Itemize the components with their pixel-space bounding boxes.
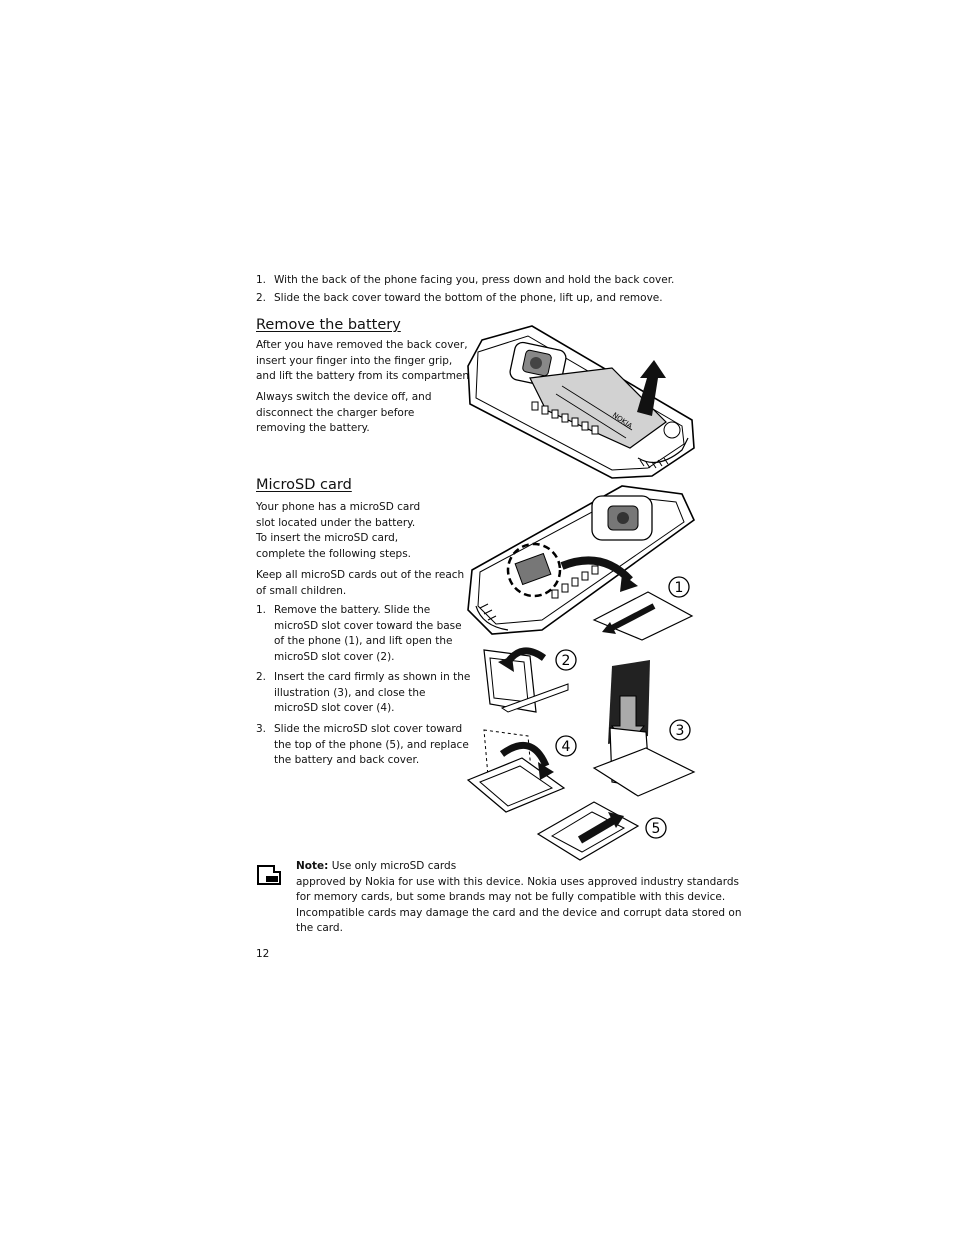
- microsd-step-3-text: Slide the microSD slot cover toward the …: [274, 722, 469, 769]
- text-line: the top of the phone (5), and replace: [274, 738, 469, 751]
- text-line: approved by Nokia for use with this devi…: [296, 875, 739, 888]
- microsd-step2-illustration: 2: [483, 647, 577, 713]
- note-block: Note: Use only microSD cards approved by…: [296, 859, 741, 937]
- text-line: of small children.: [256, 584, 347, 597]
- text-line: insert your finger into the finger grip,: [256, 354, 453, 367]
- text-line: Always switch the device off, and: [256, 391, 432, 403]
- text-line: microSD slot cover (2).: [274, 650, 395, 663]
- microsd-step-3-number: 3.: [256, 723, 267, 735]
- text-line: Incompatible cards may damage the card a…: [296, 906, 742, 919]
- microsd-paragraph-2: Keep all microSD cards out of the reach …: [256, 568, 464, 599]
- remove-battery-heading: Remove the battery: [256, 317, 401, 333]
- note-first-line: Note: Use only microSD cards: [296, 859, 741, 875]
- callout-5: 5: [652, 821, 661, 837]
- intro-step-2-number: 2.: [256, 292, 267, 304]
- microsd-heading: MicroSD card: [256, 477, 352, 493]
- callout-3: 3: [676, 723, 685, 739]
- microsd-step3-illustration: 3: [592, 660, 696, 797]
- text-line: illustration (3), and close the: [274, 686, 426, 699]
- text-line: microSD slot cover (4).: [274, 702, 395, 715]
- text-line: Your phone has a microSD card: [256, 501, 421, 513]
- note-label: Note:: [296, 860, 329, 872]
- microsd-phone-illustration: 1: [467, 485, 696, 641]
- microsd-step5-illustration: 5: [536, 801, 667, 861]
- battery-paragraph-2: Always switch the device off, and discon…: [256, 390, 432, 437]
- text-line: slot located under the battery.: [256, 516, 416, 529]
- note-first-text: Use only microSD cards: [331, 860, 457, 872]
- microsd-step-1-text: Remove the battery. Slide the microSD sl…: [274, 603, 462, 665]
- callout-2: 2: [562, 653, 571, 669]
- battery-removal-illustration: NOKIA: [467, 325, 695, 479]
- text-line: Insert the card firmly as shown in the: [274, 671, 471, 683]
- text-line: for memory cards, but some brands may no…: [296, 891, 726, 904]
- text-line: of the phone (1), and lift open the: [274, 635, 453, 648]
- intro-step-2-text: Slide the back cover toward the bottom o…: [274, 292, 663, 304]
- text-line: and lift the battery from its compartmen…: [256, 370, 477, 383]
- note-hand-icon: [257, 865, 281, 885]
- text-line: After you have removed the back cover,: [256, 339, 468, 351]
- microsd-step-2-text: Insert the card firmly as shown in the i…: [274, 670, 470, 717]
- text-line: complete the following steps.: [256, 547, 412, 560]
- text-line: To insert the microSD card,: [256, 532, 399, 545]
- callout-1: 1: [675, 580, 684, 596]
- text-line: microSD slot cover toward the base: [274, 619, 462, 632]
- microsd-step-1-number: 1.: [256, 604, 267, 616]
- battery-paragraph-1: After you have removed the back cover, i…: [256, 338, 477, 385]
- text-line: the card.: [296, 922, 343, 935]
- text-line: removing the battery.: [256, 422, 370, 435]
- intro-step-1-text: With the back of the phone facing you, p…: [274, 274, 675, 286]
- text-line: the battery and back cover.: [274, 754, 420, 767]
- text-line: disconnect the charger before: [256, 406, 415, 419]
- microsd-step4-illustration: 4: [466, 729, 577, 813]
- text-line: Slide the microSD slot cover toward: [274, 723, 463, 735]
- intro-step-1-number: 1.: [256, 274, 267, 286]
- page-number: 12: [256, 948, 270, 960]
- callout-4: 4: [562, 739, 571, 755]
- text-line: Keep all microSD cards out of the reach: [256, 569, 465, 581]
- microsd-paragraph-1: Your phone has a microSD card slot locat…: [256, 500, 420, 562]
- microsd-step-2-number: 2.: [256, 671, 267, 683]
- text-line: Remove the battery. Slide the: [274, 604, 431, 616]
